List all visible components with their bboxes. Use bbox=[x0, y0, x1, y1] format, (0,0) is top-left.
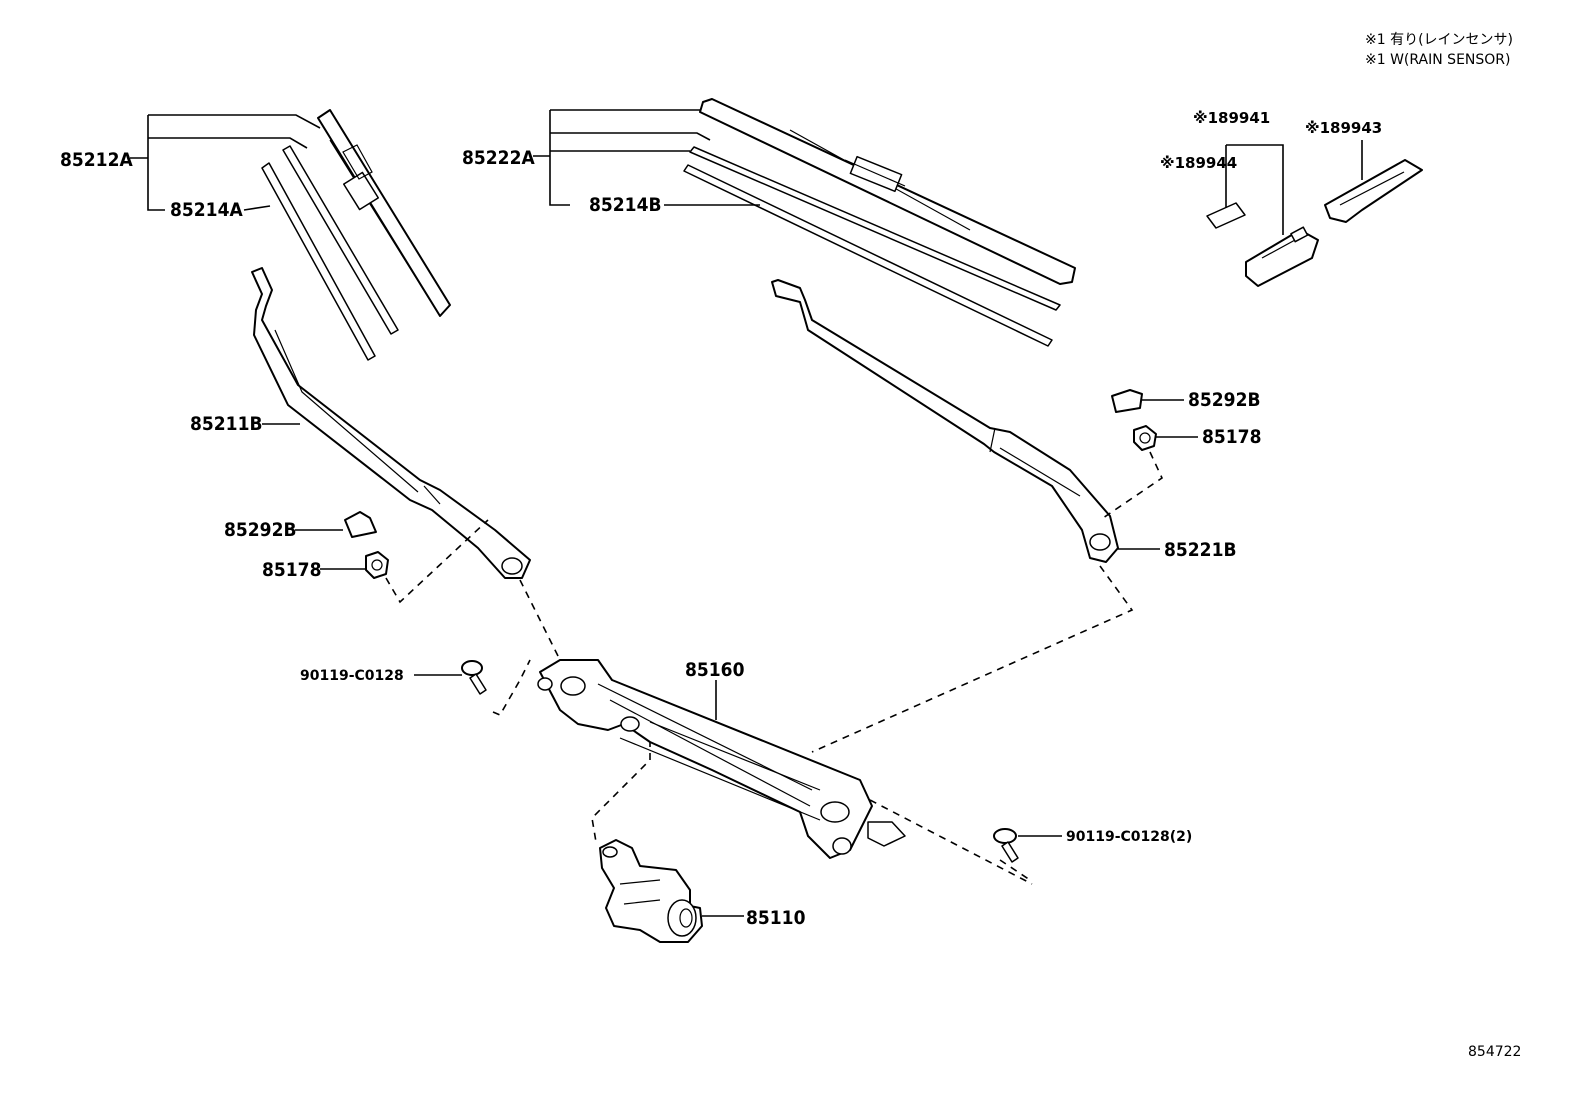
callout-85292b-left: 85292B bbox=[224, 519, 297, 541]
left-arm-nut[interactable] bbox=[365, 551, 389, 579]
right-wiper-blade[interactable] bbox=[699, 98, 1076, 285]
right-arm-nut[interactable] bbox=[1133, 425, 1157, 451]
left-wiper-blade[interactable] bbox=[317, 109, 451, 317]
callout-85160: 85160 bbox=[685, 659, 745, 681]
callout-89944: ※189944 bbox=[1160, 154, 1237, 172]
left-blade-leader bbox=[130, 114, 321, 211]
callout-85178-right: 85178 bbox=[1202, 426, 1261, 448]
callout-85214b: 85214B bbox=[589, 194, 662, 216]
wiper-motor[interactable] bbox=[599, 839, 703, 943]
callout-89941: ※189941 bbox=[1193, 109, 1270, 127]
right-wiper-rubber[interactable] bbox=[683, 146, 1061, 347]
left-wiper-rubber[interactable] bbox=[261, 145, 399, 361]
rain-sensor-leaders bbox=[1225, 140, 1363, 235]
callout-85211b: 85211B bbox=[190, 413, 263, 435]
assembly-dashed-lines bbox=[492, 565, 1134, 885]
dash-right-nut bbox=[1099, 451, 1164, 521]
diagram-reference-number: 854722 bbox=[1468, 1044, 1521, 1060]
right-wiper-arm[interactable] bbox=[771, 279, 1119, 563]
callout-85110: 85110 bbox=[746, 907, 806, 929]
rain-sensor-unit[interactable] bbox=[1245, 226, 1319, 287]
right-arm-cap[interactable] bbox=[1111, 389, 1143, 413]
callout-85292b-right: 85292B bbox=[1188, 389, 1261, 411]
callout-85221b: 85221B bbox=[1164, 539, 1237, 561]
callout-85212a: 85212A bbox=[60, 149, 133, 171]
right-mount-bolt[interactable] bbox=[993, 828, 1019, 863]
callout-85214a: 85214A bbox=[170, 199, 243, 221]
rain-sensor-cover[interactable] bbox=[1324, 159, 1423, 223]
callout-89943: ※189943 bbox=[1305, 119, 1382, 137]
right-blade-leader bbox=[533, 109, 760, 206]
callout-85178-left: 85178 bbox=[262, 559, 321, 581]
left-arm-cap[interactable] bbox=[344, 511, 377, 538]
callout-85222a: 85222A bbox=[462, 147, 535, 169]
callout-90119-c0128: 90119-C0128 bbox=[300, 668, 404, 684]
dash-left-nut bbox=[385, 519, 489, 604]
left-mount-bolt[interactable] bbox=[461, 660, 487, 695]
wiper-linkage[interactable] bbox=[537, 659, 906, 859]
note-rain-sensor-en: ※1 W(RAIN SENSOR) bbox=[1365, 52, 1510, 68]
callout-90119-c0128-2: 90119-C0128(2) bbox=[1066, 829, 1192, 845]
note-rain-sensor-jp: ※1 有り(レインセンサ) bbox=[1365, 32, 1513, 48]
left-wiper-arm[interactable] bbox=[251, 267, 531, 579]
